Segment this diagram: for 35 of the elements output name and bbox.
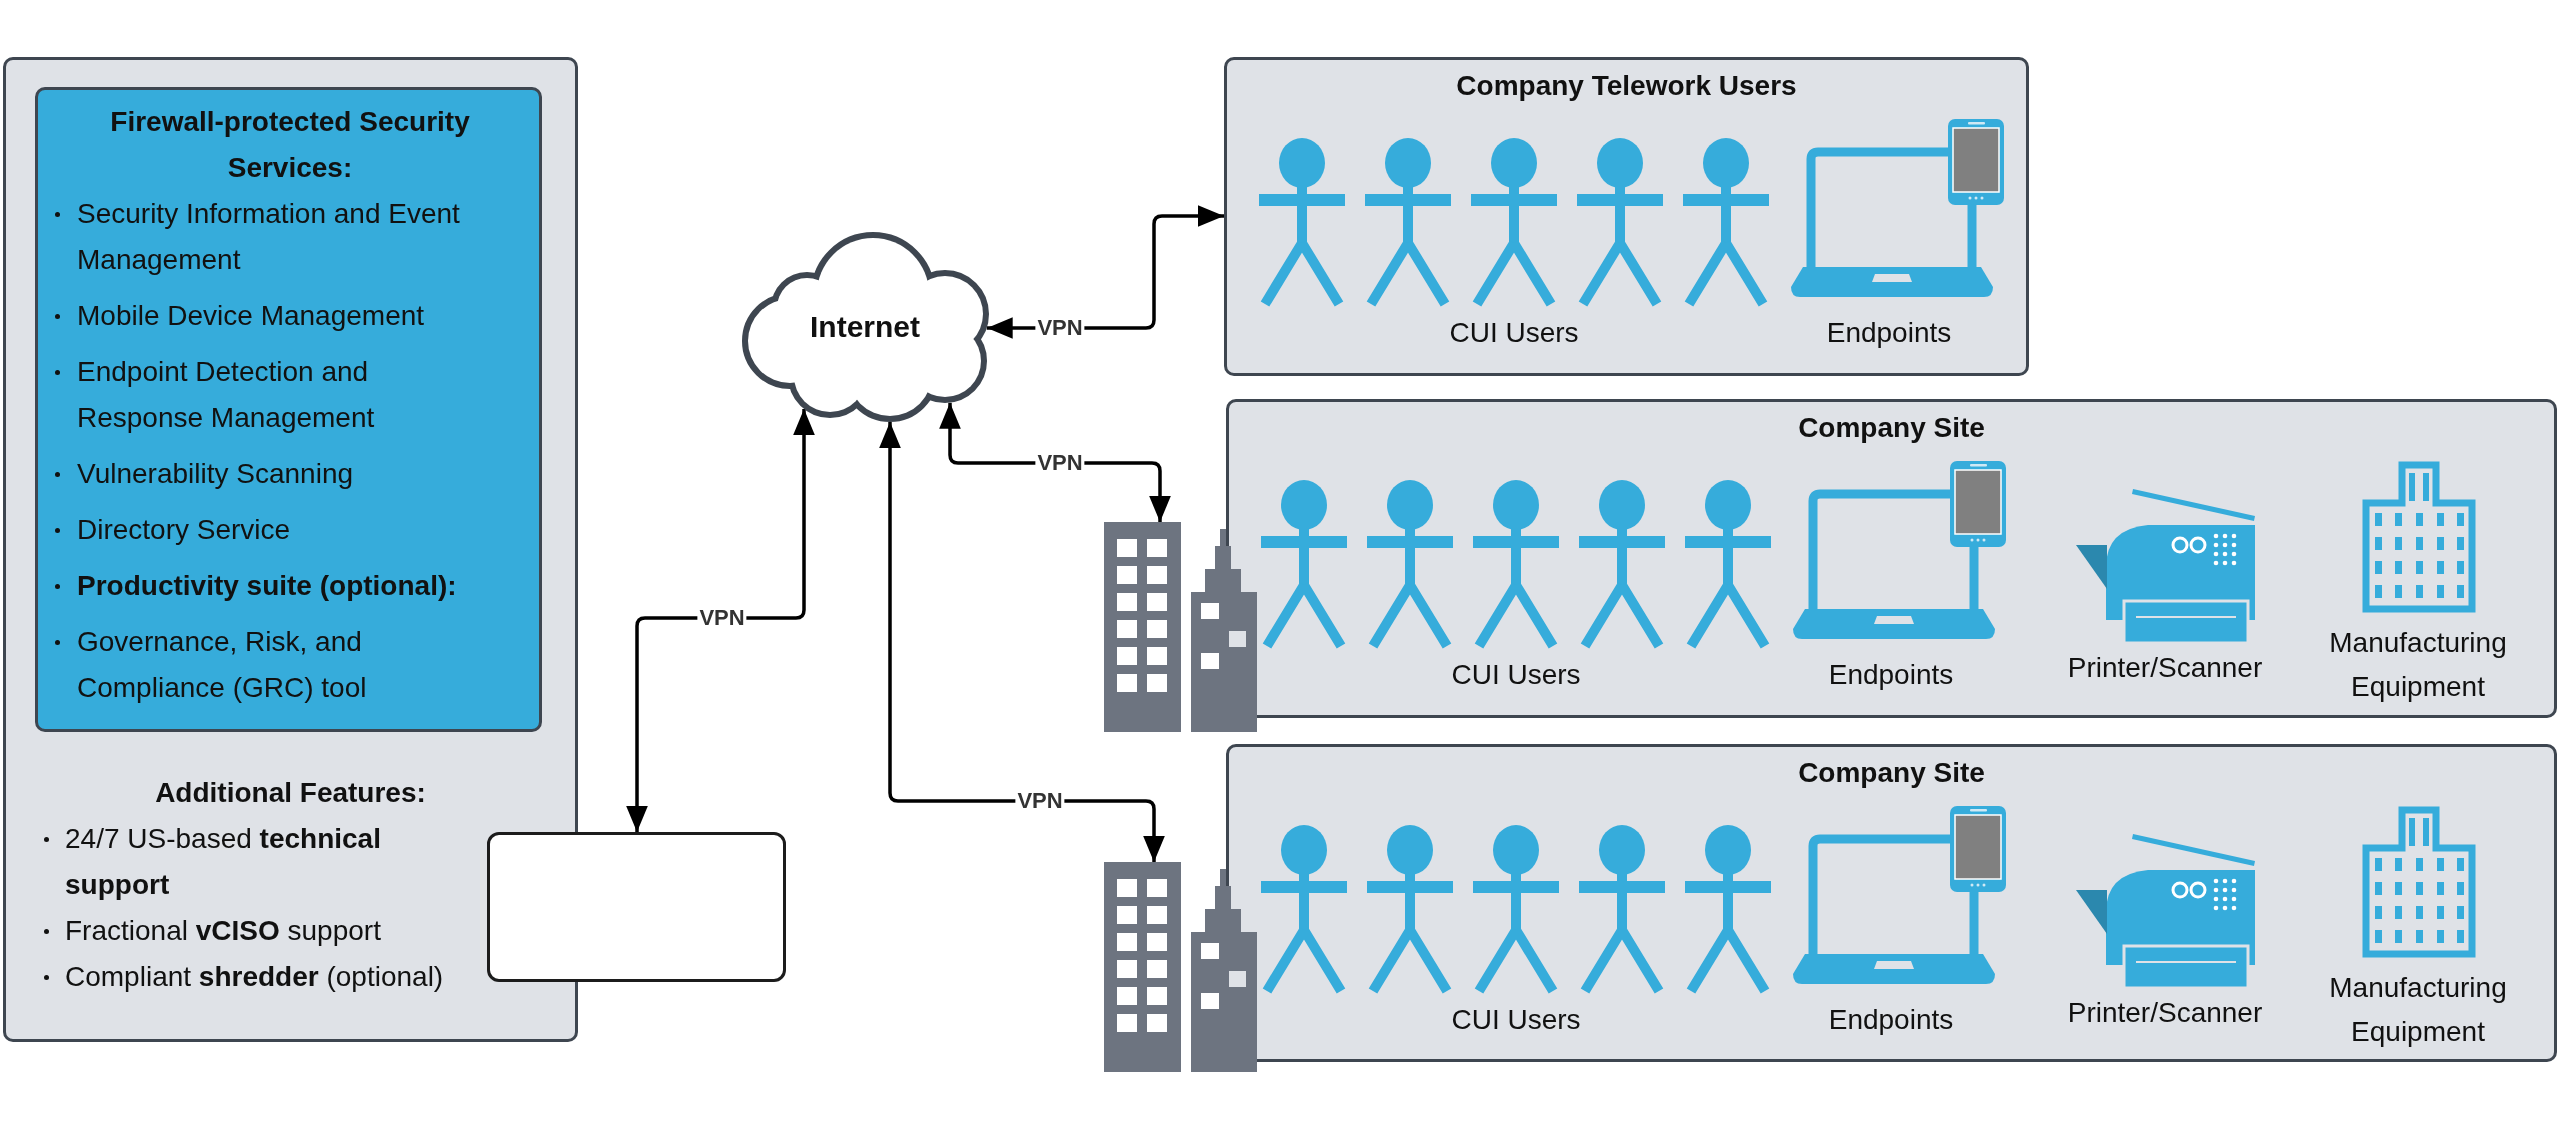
bullet-item: Mobile Device Management	[50, 293, 425, 339]
bullet-item: Security Information and Event Management	[50, 191, 497, 283]
bullet-item: Vulnerability Scanning	[50, 451, 354, 497]
side-panel	[3, 57, 578, 1042]
icon-caption: CUI Users	[1449, 316, 1579, 350]
services-panel	[35, 87, 542, 732]
group-panel	[1226, 744, 2557, 1062]
office-buildings-icon	[1104, 862, 1257, 1072]
icon-caption: CUI Users	[1451, 1003, 1581, 1037]
icon-caption: Manufacturing Equipment	[2329, 626, 2507, 704]
bullet-item: Governance, Risk, and Compliance (GRC) tool	[50, 619, 497, 711]
icon-caption: Endpoints	[1828, 1003, 1954, 1037]
icon-caption: CUI Users	[1451, 658, 1581, 692]
bullet-item: Fractional vCISO support	[23, 908, 381, 954]
bullet-item: Endpoint Detection and Response Management	[50, 349, 497, 441]
icon-caption: Manufacturing Equipment	[2329, 971, 2507, 1049]
panel-title: Company Site	[1798, 756, 1985, 790]
panel-title: Company Telework Users	[1456, 69, 1797, 103]
icon-caption: Printer/Scanner	[2067, 651, 2263, 685]
cloud-label: Internet	[810, 310, 920, 344]
icon-caption: Printer/Scanner	[2067, 996, 2263, 1030]
panel-heading: Additional Features:	[155, 776, 426, 810]
office-buildings-icon	[1104, 522, 1257, 732]
bullet-item: Directory Service	[50, 507, 291, 553]
icon-caption: Endpoints	[1828, 658, 1954, 692]
panel-heading: Firewall-protected Security Services:	[109, 105, 471, 185]
double-arrow	[879, 422, 1165, 862]
double-arrow	[626, 409, 815, 832]
bullet-item: Productivity suite (optional):	[50, 563, 457, 609]
group-panel	[1224, 57, 2029, 376]
group-panel	[1226, 399, 2557, 718]
panel-title: Company Site	[1798, 411, 1985, 445]
blank-box	[487, 832, 786, 982]
bullet-item: Compliant shredder (optional)	[23, 954, 444, 1000]
icon-caption: Endpoints	[1826, 316, 1952, 350]
